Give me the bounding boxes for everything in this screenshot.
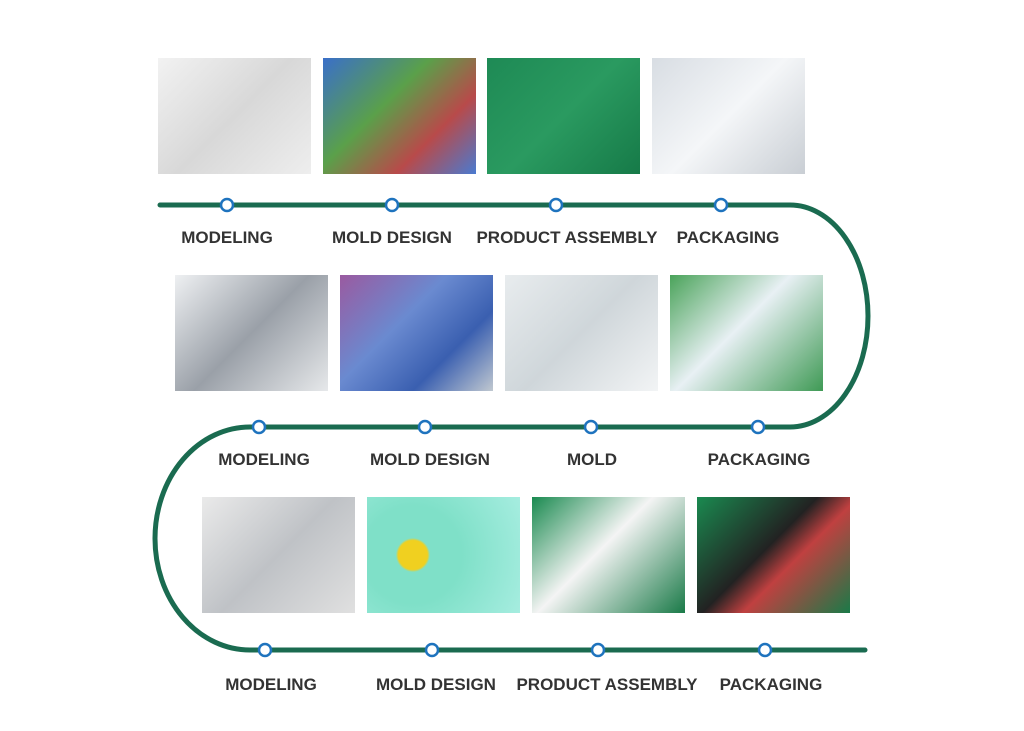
step-dot xyxy=(424,642,440,658)
step-label: MODELING xyxy=(181,228,273,247)
modeling-image xyxy=(175,275,328,391)
packaging-image xyxy=(652,58,805,174)
packaging-image xyxy=(697,497,850,613)
step-label: PRODUCT ASSEMBLY xyxy=(476,228,658,247)
step-label: PACKAGING xyxy=(676,228,780,247)
step-dot xyxy=(251,419,267,435)
step-label: MOLD DESIGN xyxy=(332,228,452,247)
step-dot xyxy=(590,642,606,658)
mold-image xyxy=(505,275,658,391)
step-label: MODELING xyxy=(218,450,310,469)
step-dot xyxy=(257,642,273,658)
mold-design-image xyxy=(323,58,476,174)
step-label: MODELING xyxy=(225,675,317,694)
modeling-image xyxy=(202,497,355,613)
step-dot xyxy=(583,419,599,435)
step-label: PACKAGING xyxy=(707,450,811,469)
step-label: MOLD DESIGN xyxy=(370,450,490,469)
step-label: MOLD xyxy=(566,450,618,469)
step-dot xyxy=(757,642,773,658)
step-label: MOLD DESIGN xyxy=(376,675,496,694)
step-dot xyxy=(713,197,729,213)
product-assembly-image xyxy=(487,58,640,174)
step-label: PACKAGING xyxy=(719,675,823,694)
product-assembly-image xyxy=(532,497,685,613)
step-dot xyxy=(750,419,766,435)
mold-design-image xyxy=(340,275,493,391)
step-dot xyxy=(417,419,433,435)
step-dot xyxy=(219,197,235,213)
modeling-image xyxy=(158,58,311,174)
step-dot xyxy=(384,197,400,213)
step-label: PRODUCT ASSEMBLY xyxy=(516,675,698,694)
mold-design-image xyxy=(367,497,520,613)
step-dot xyxy=(548,197,564,213)
packaging-image xyxy=(670,275,823,391)
